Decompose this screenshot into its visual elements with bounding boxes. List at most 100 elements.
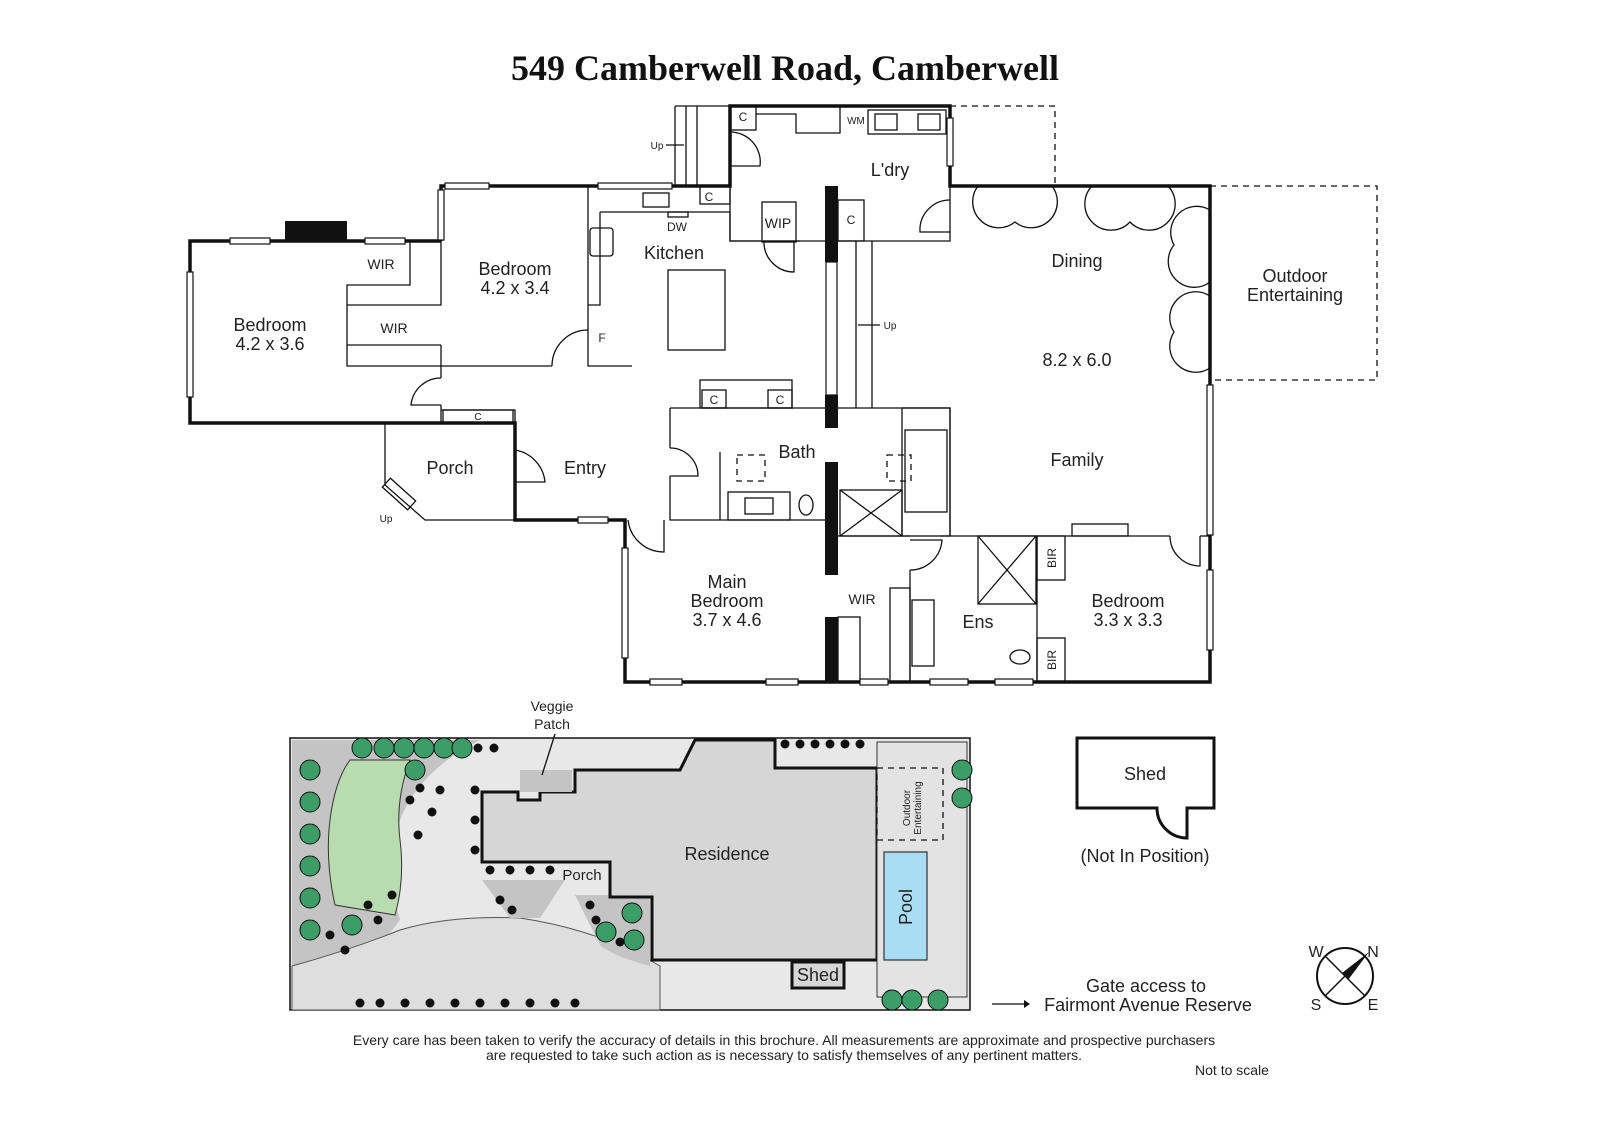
interior-walls (346, 105, 1210, 683)
washing-machine-label: WM (847, 116, 865, 127)
tree (299, 823, 321, 845)
shed-note: (Not In Position) (1080, 846, 1209, 866)
shrub (810, 739, 820, 749)
exterior-wall (188, 104, 1212, 684)
shrub (425, 998, 435, 1008)
outdoor-label-2: Entertaining (1247, 285, 1343, 305)
compass-icon: N W S E (1308, 944, 1378, 1014)
shrub (470, 845, 480, 855)
gate-label-2: Fairmont Avenue Reserve (1044, 995, 1252, 1015)
cupboard-label: C (847, 213, 856, 227)
shrub (495, 895, 505, 905)
bedroom3-label: Bedroom (1091, 591, 1164, 611)
front-garden-bed (482, 880, 565, 918)
up-label: Up (380, 514, 393, 525)
wip-label: WIP (765, 215, 791, 231)
veggie-patch-label-1: Veggie (531, 698, 574, 714)
up-label: Up (884, 321, 897, 332)
cupboard-label: C (474, 412, 481, 423)
bedroom1-label: Bedroom (233, 315, 306, 335)
shrub (485, 865, 495, 875)
main-bedroom-label-1: Main (707, 572, 746, 592)
shrub (840, 739, 850, 749)
up-label: Up (651, 141, 664, 152)
house-plan: Bedroom 4.2 x 3.6 Bedroom 4.2 x 3.4 Kitc… (186, 104, 1378, 686)
shrub (470, 785, 480, 795)
tree (351, 737, 373, 759)
shed-detail: Shed (Not In Position) (1075, 736, 1216, 866)
outdoor-label-1: Outdoor (1262, 266, 1327, 286)
bath-label: Bath (778, 442, 815, 462)
compass-s: S (1311, 997, 1322, 1014)
scale-note: Not to scale (1195, 1062, 1269, 1078)
shrub (525, 865, 535, 875)
veggie-patch-label-2: Patch (534, 716, 570, 732)
shrub (585, 900, 595, 910)
shrub (591, 915, 601, 925)
shrub (470, 815, 480, 825)
tree (299, 791, 321, 813)
shrub (780, 739, 790, 749)
tree (623, 929, 645, 951)
bir-label: BIR (1045, 650, 1059, 670)
laundry-label: L'dry (871, 160, 909, 180)
shrub (427, 807, 437, 817)
tree (927, 989, 949, 1011)
disclaimer-line-1: Every care has been taken to verify the … (353, 1032, 1215, 1048)
tree (299, 919, 321, 941)
cupboard-label: C (776, 393, 785, 407)
main-wir-label: WIR (848, 591, 875, 607)
veggie-patch (520, 770, 572, 792)
residence-label: Residence (684, 844, 769, 864)
shrub (405, 795, 415, 805)
site-porch-label: Porch (562, 867, 601, 884)
rear-steps (674, 105, 730, 186)
wir-label: WIR (380, 320, 407, 336)
shrub (489, 743, 499, 753)
pool-label: Pool (896, 889, 916, 925)
shrub (505, 865, 515, 875)
pool (883, 851, 928, 961)
tree (901, 989, 923, 1011)
shrub (795, 739, 805, 749)
tree (299, 759, 321, 781)
trees (299, 737, 973, 1011)
shrub (415, 783, 425, 793)
outdoor-entertaining-outline (1209, 185, 1378, 381)
tree (299, 887, 321, 909)
shrub (855, 739, 865, 749)
tree (433, 737, 455, 759)
shrub (340, 945, 350, 955)
family-label: Family (1051, 450, 1104, 470)
fridge-label: F (598, 331, 605, 345)
tree (299, 855, 321, 877)
tree (621, 902, 643, 924)
shrub (373, 915, 383, 925)
shrub (325, 930, 335, 940)
tree (881, 989, 903, 1011)
site-outdoor-entertaining (876, 767, 944, 841)
structural-wall (825, 186, 838, 682)
shrub (475, 998, 485, 1008)
dining-label: Dining (1051, 251, 1102, 271)
entry-label: Entry (564, 458, 606, 478)
shrub (355, 998, 365, 1008)
site-shed (790, 960, 846, 990)
shrub (545, 865, 555, 875)
porch-label: Porch (426, 458, 473, 478)
wir-label: WIR (367, 256, 394, 272)
main-bedroom-size: 3.7 x 4.6 (692, 610, 761, 630)
shrub (525, 998, 535, 1008)
shrub (413, 830, 423, 840)
bir-label: BIR (1045, 548, 1059, 568)
shrub (435, 785, 445, 795)
windows (186, 117, 1214, 686)
compass-w: W (1308, 944, 1324, 961)
cupboard-label: C (739, 110, 748, 124)
tree (413, 737, 435, 759)
tree (951, 759, 973, 781)
tree (341, 914, 363, 936)
tree (451, 737, 473, 759)
kitchen-label: Kitchen (644, 243, 704, 263)
